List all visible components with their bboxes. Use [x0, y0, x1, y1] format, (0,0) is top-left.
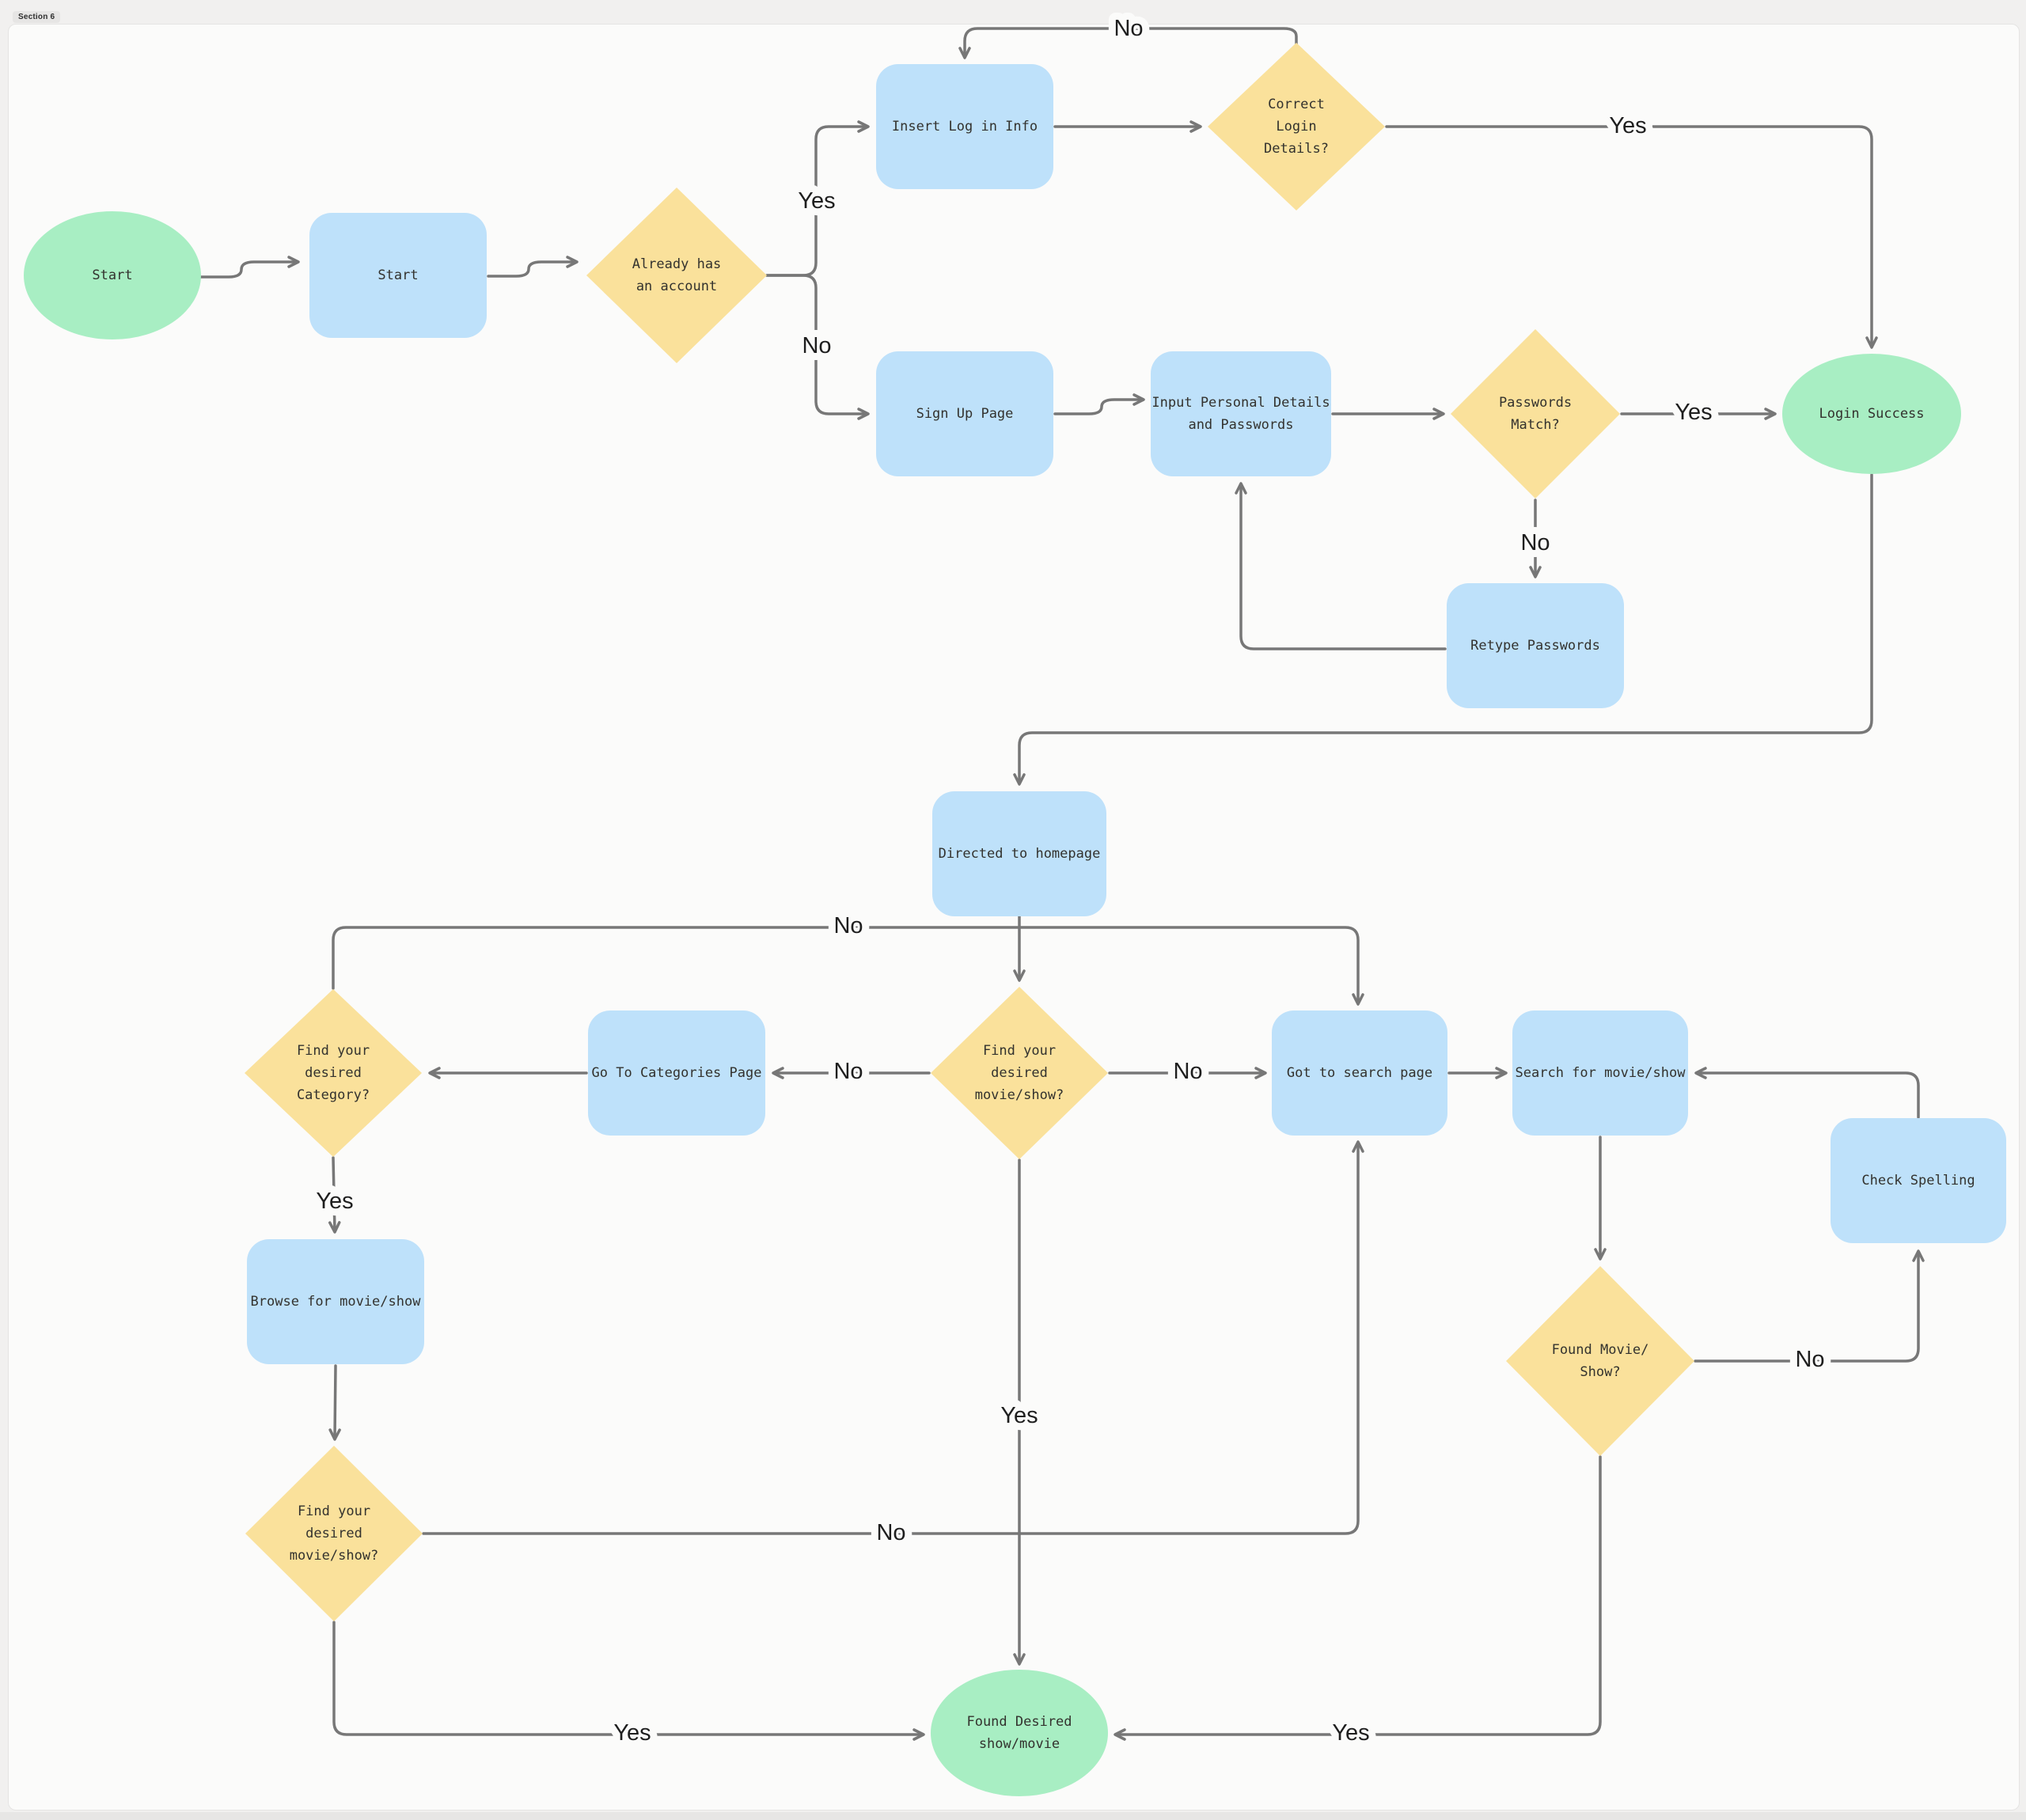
- connector-already-no-to-signup[interactable]: [765, 274, 870, 420]
- browse-for-movie-show[interactable]: Browse for movie/show: [247, 1239, 424, 1364]
- connector-bottom-decision-yes-to-found[interactable]: [332, 1621, 925, 1741]
- connector-check-spelling-to-search[interactable]: [1694, 1067, 1920, 1119]
- connector-start-process-to-already[interactable]: [487, 256, 579, 278]
- insert-login-info-label: Insert Log in Info: [891, 118, 1038, 135]
- connector-category-yes-to-browse[interactable]: [328, 1156, 341, 1234]
- search-for-movie-show[interactable]: Search for movie/show: [1512, 1010, 1688, 1136]
- directed-to-homepage[interactable]: Directed to homepage: [932, 791, 1106, 916]
- got-to-search-page-label: Got to search page: [1286, 1064, 1433, 1081]
- start-terminator[interactable]: Start: [24, 211, 201, 339]
- correct-login-details-decision-label: Correct Login Details?: [1264, 96, 1329, 157]
- connector-category-no-to-search-page[interactable]: [332, 926, 1364, 1006]
- check-spelling[interactable]: Check Spelling: [1831, 1118, 2006, 1243]
- connector-retype-to-input-details[interactable]: [1235, 482, 1447, 650]
- connector-found-decision-no-to-check-spelling[interactable]: [1694, 1249, 1925, 1363]
- found-desired-terminator-label: Found Desired show/movie: [966, 1713, 1072, 1752]
- go-to-categories-page-label: Go To Categories Page: [591, 1064, 762, 1081]
- connector-signup-to-input-details[interactable]: [1053, 393, 1145, 415]
- window-bottom-strip: [0, 1812, 2026, 1820]
- input-personal-details[interactable]: Input Personal Details and Passwords: [1151, 351, 1331, 476]
- find-desired-category-decision-label: Find your desired Category?: [296, 1042, 370, 1104]
- go-to-categories-page[interactable]: Go To Categories Page: [588, 1010, 765, 1136]
- login-success-terminator[interactable]: Login Success: [1782, 354, 1961, 474]
- start-process[interactable]: Start: [309, 213, 487, 338]
- find-desired-movie-show-2-decision-label: Find your desired movie/show?: [289, 1503, 379, 1564]
- connector-found-decision-yes-to-found[interactable]: [1114, 1455, 1602, 1741]
- input-personal-details-label: Input Personal Details and Passwords: [1151, 394, 1330, 433]
- directed-to-homepage-label: Directed to homepage: [938, 845, 1101, 862]
- sign-up-page-label: Sign Up Page: [916, 405, 1014, 422]
- search-for-movie-show-label: Search for movie/show: [1515, 1064, 1686, 1081]
- insert-login-info[interactable]: Insert Log in Info: [876, 64, 1053, 189]
- start-process-label: Start: [378, 267, 419, 283]
- retype-passwords[interactable]: Retype Passwords: [1447, 583, 1624, 708]
- connector-browse-to-bottom-decision[interactable]: [328, 1364, 341, 1441]
- connector-correct-login-yes-to-login-success[interactable]: [1385, 125, 1878, 349]
- section-label: Section 6: [18, 13, 55, 21]
- start-terminator-label: Start: [92, 267, 133, 283]
- section-label-chip[interactable]: Section 6: [13, 11, 61, 23]
- sign-up-page[interactable]: Sign Up Page: [876, 351, 1053, 476]
- retype-passwords-label: Retype Passwords: [1470, 637, 1600, 654]
- found-desired-terminator[interactable]: Found Desired show/movie: [931, 1670, 1108, 1796]
- connector-start-to-start-process[interactable]: [199, 256, 300, 279]
- connector-correct-login-no-to-insert-login[interactable]: [958, 27, 1298, 59]
- login-success-terminator-label: Login Success: [1819, 405, 1925, 422]
- connector-bottom-decision-no-to-search-page[interactable]: [422, 1140, 1364, 1535]
- passwords-match-decision-label: Passwords Match?: [1498, 394, 1573, 433]
- connector-login-success-to-homepage[interactable]: [1013, 473, 1873, 786]
- find-desired-movie-show-decision-label: Find your desired movie/show?: [974, 1042, 1064, 1104]
- check-spelling-label: Check Spelling: [1861, 1172, 1975, 1189]
- got-to-search-page[interactable]: Got to search page: [1272, 1010, 1447, 1136]
- found-movie-show-decision-label: Found Movie/ Show?: [1551, 1341, 1649, 1380]
- already-has-account-decision-label: Already has an account: [632, 256, 722, 294]
- browse-for-movie-show-label: Browse for movie/show: [250, 1293, 421, 1310]
